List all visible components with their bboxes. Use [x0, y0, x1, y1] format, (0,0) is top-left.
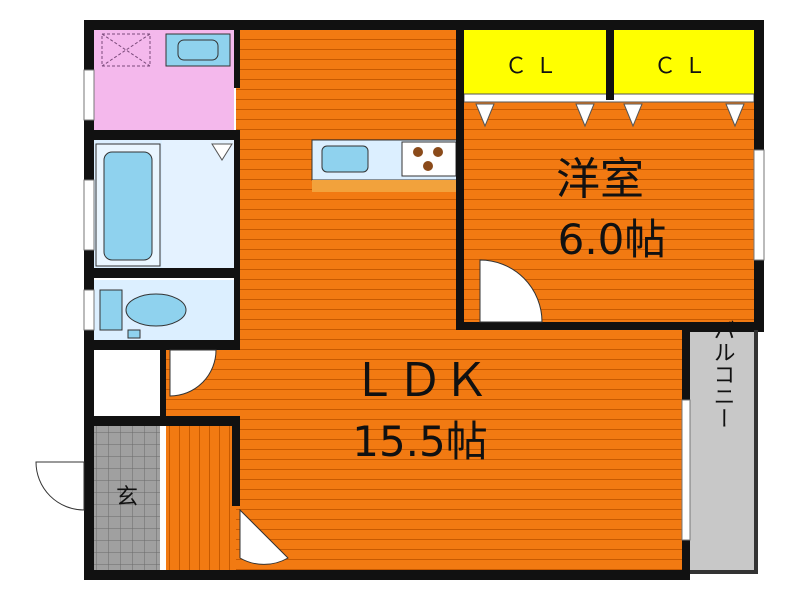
washbasin: [177, 39, 219, 61]
western-room-door: [479, 259, 543, 323]
ldk-size: 15.5帖: [352, 417, 488, 466]
closet-left-label: ＣＬ: [505, 54, 565, 79]
doors: [35, 259, 543, 565]
washroom: [94, 30, 234, 130]
stove-burner: [433, 147, 443, 157]
bathroom: [94, 140, 234, 268]
toilet-room: [94, 280, 234, 340]
entrance: 玄: [94, 426, 160, 570]
western-room-name: 洋室: [556, 154, 644, 205]
kitchen-counter: [311, 139, 459, 192]
storage: [94, 352, 160, 416]
ldk-name: ＬＤＫ: [351, 353, 489, 407]
bathtub: [103, 151, 153, 261]
entrance-label: 玄: [116, 485, 138, 510]
windows: [83, 69, 765, 541]
entrance-door: [35, 461, 85, 511]
balcony-label: バルコニー: [710, 319, 735, 429]
balcony: バルコニー: [690, 319, 754, 570]
stove-burner: [423, 161, 433, 171]
closet-left: ＣＬ: [464, 30, 606, 94]
hall-floor: [166, 426, 236, 570]
hall-door: [239, 508, 289, 565]
closet-right-label: ＣＬ: [654, 54, 714, 79]
stove-burner: [413, 147, 423, 157]
kitchen-sink: [321, 145, 369, 173]
toilet: [125, 293, 187, 327]
western-room-size: 6.0帖: [558, 215, 667, 264]
closet-right: ＣＬ: [614, 30, 754, 94]
toilet-door: [169, 349, 217, 397]
